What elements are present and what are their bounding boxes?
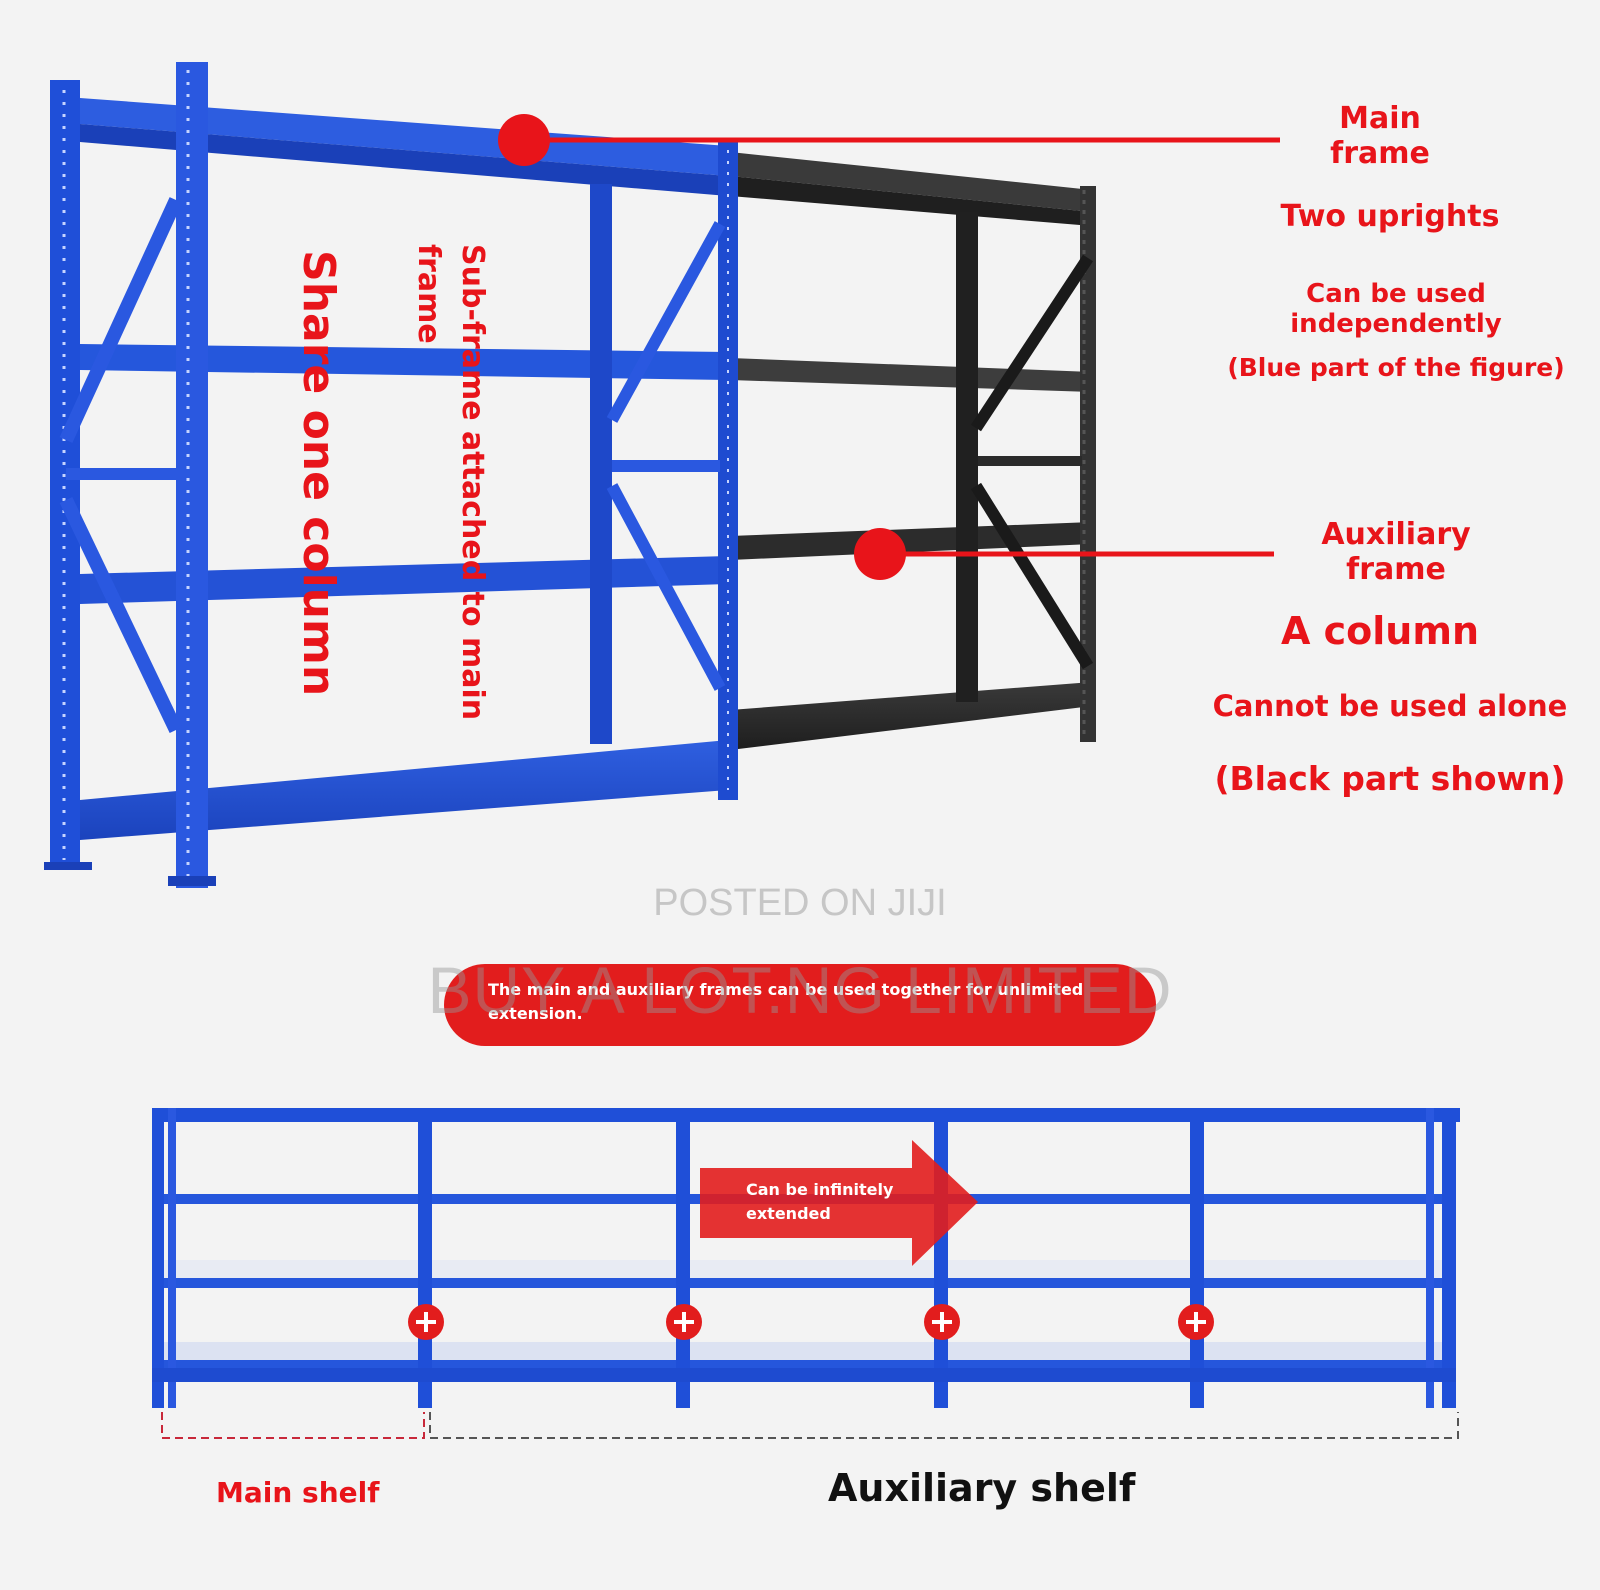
join-markers — [408, 1304, 1214, 1340]
black-part-note: (Black part shown) — [1214, 759, 1566, 798]
main-frame-blue — [44, 62, 738, 888]
main-shelf-label: Main shelf — [216, 1476, 380, 1509]
extension-arrow-icon — [700, 1140, 978, 1266]
main-frame-marker — [498, 114, 550, 166]
rack-illustration — [44, 62, 1280, 888]
extended-rack-row — [152, 1108, 1460, 1439]
callout-pointers — [498, 114, 1280, 580]
info-banner — [444, 964, 1156, 1046]
auxiliary-shelf-label: Auxiliary shelf — [828, 1466, 1136, 1510]
posted-on-jiji-watermark: POSTED ON JIJI — [653, 882, 947, 924]
dimension-brackets — [161, 1412, 1459, 1439]
sub-frame-label-line1: Sub-frame attached to main — [455, 244, 490, 721]
extension-arrow-label: Can be infinitely extended — [746, 1180, 894, 1223]
a-column-text: A column — [1281, 609, 1479, 653]
auxiliary-frame-black — [730, 152, 1096, 750]
seller-watermark: BUY A LOT.NG LIMITED — [427, 953, 1173, 1027]
auxiliary-frame-title: Auxiliary frame — [1321, 517, 1471, 587]
cannot-be-used-alone-text: Cannot be used alone — [1212, 689, 1568, 723]
main-frame-title: Main frame — [1330, 101, 1430, 171]
auxiliary-frame-marker — [854, 528, 906, 580]
can-be-used-independently-text: Can be used independently — [1290, 279, 1502, 339]
sub-frame-label-line2: frame — [411, 244, 446, 344]
blue-part-note: (Blue part of the figure) — [1227, 353, 1565, 382]
two-uprights-text: Two uprights — [1280, 199, 1500, 234]
info-banner-text: The main and auxiliary frames can be use… — [488, 980, 1084, 1023]
share-one-column-label: Share one column — [293, 250, 344, 697]
